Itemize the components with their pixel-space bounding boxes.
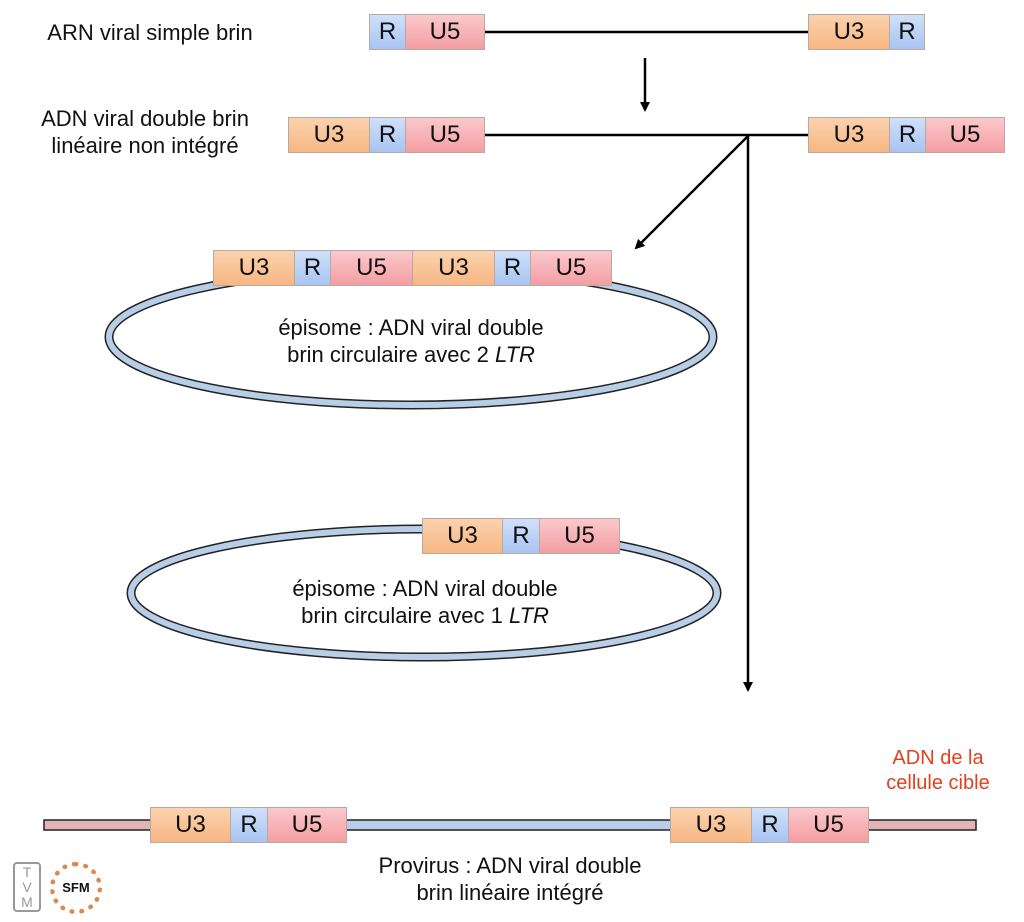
host-dna-label: ADN de la cellule cible <box>868 746 1008 796</box>
host-dna-label-line1: ADN de la <box>892 747 984 769</box>
provirus-label: Provirus : ADN viral double brin linéair… <box>310 852 710 906</box>
segment-r: R <box>369 117 406 153</box>
sfm-logo: SFM <box>50 862 102 914</box>
segment-u5: U5 <box>539 518 620 554</box>
segment-u5: U5 <box>405 117 485 153</box>
provirus-label-line1: Provirus : ADN viral double <box>378 853 642 878</box>
episome-1ltr-label-line2: brin circulaire avec 1 LTR <box>225 602 625 629</box>
segment-u5: U5 <box>330 250 413 286</box>
segment-r: R <box>230 807 268 843</box>
host-dna-label-line2: cellule cible <box>886 772 990 794</box>
segment-u3: U3 <box>808 14 890 50</box>
rna-label: ARN viral simple brin <box>47 20 253 45</box>
episome-1ltr-label-line1: épisome : ADN viral double <box>292 576 558 601</box>
segment-r: R <box>369 14 406 50</box>
episome-2ltr-label: épisome : ADN viral double brin circulai… <box>211 314 611 368</box>
linear-dna-label: ADN viral double brin linéaire non intég… <box>0 105 290 159</box>
segment-u3: U3 <box>422 518 503 554</box>
provirus-label-line2: brin linéaire intégré <box>416 880 604 905</box>
host-dna-left <box>43 819 153 831</box>
host-dna-right <box>867 819 977 831</box>
linear-dna-label-line2: linéaire non intégré <box>51 133 239 158</box>
viral-dna-middle <box>345 819 673 831</box>
segment-r: R <box>889 14 925 50</box>
linear-dna-label-line1: ADN viral double brin <box>41 106 249 131</box>
segment-r: R <box>294 250 331 286</box>
ltr-italic-text: LTR <box>494 342 535 367</box>
segment-u3: U3 <box>150 807 231 843</box>
segment-r: R <box>494 250 531 286</box>
episome-1ltr-label: épisome : ADN viral double brin circulai… <box>225 575 625 629</box>
segment-u3: U3 <box>808 117 890 153</box>
segment-u5: U5 <box>267 807 347 843</box>
ltr-italic-text: LTR <box>508 603 549 628</box>
segment-u3: U3 <box>412 250 495 286</box>
episome-2ltr-label-line2: brin circulaire avec 2 LTR <box>211 341 611 368</box>
segment-r: R <box>889 117 926 153</box>
segment-u5: U5 <box>405 14 485 50</box>
label-text: brin circulaire avec 2 <box>287 342 495 367</box>
segment-u3: U3 <box>288 117 370 153</box>
segment-u3: U3 <box>213 250 295 286</box>
arrow-to-episome <box>634 135 749 250</box>
label-text: brin circulaire avec 1 <box>301 603 509 628</box>
episome-2ltr-label-line1: épisome : ADN viral double <box>278 315 544 340</box>
segment-r: R <box>502 518 540 554</box>
segment-u3: U3 <box>670 807 752 843</box>
segment-u5: U5 <box>530 250 612 286</box>
segment-u5: U5 <box>788 807 869 843</box>
segment-r: R <box>751 807 789 843</box>
segment-u5: U5 <box>925 117 1005 153</box>
